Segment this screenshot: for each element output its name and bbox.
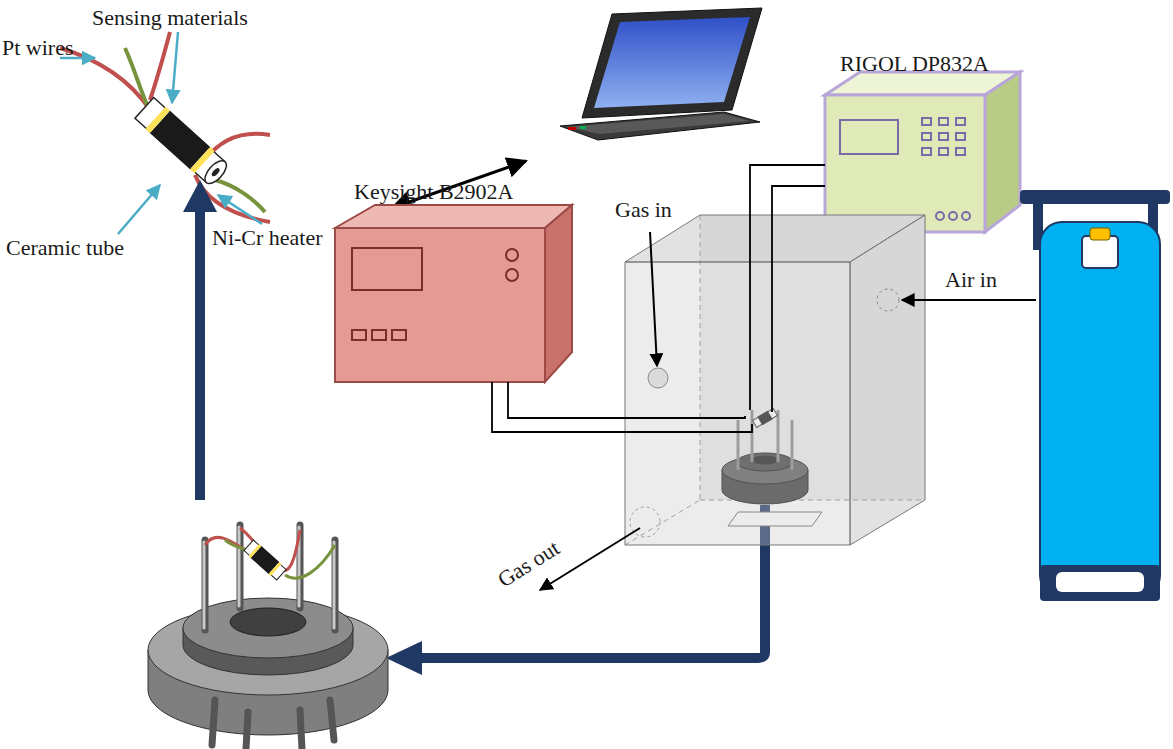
gas-cylinder xyxy=(1020,190,1170,601)
instrument-label: RIGOL DP832A xyxy=(836,50,995,81)
sensor-zoom xyxy=(60,32,270,234)
laptop xyxy=(560,8,762,140)
air-in-arrow xyxy=(902,299,1036,301)
instrument-name: RIGOL DP832A xyxy=(840,52,991,76)
test-chamber xyxy=(625,215,925,545)
gas-in-arrow xyxy=(650,232,657,366)
part-label: Pt wires xyxy=(2,36,74,60)
sensor-socket xyxy=(148,525,388,749)
part-label: Air in xyxy=(945,268,997,292)
instrument-name: Keysight B2902A xyxy=(354,180,516,204)
part-label: Gas in xyxy=(615,198,672,222)
part-label: Ni-Cr heater xyxy=(212,226,323,250)
instrument-wires xyxy=(492,165,825,432)
part-label: Ceramic tube xyxy=(6,236,124,260)
power-supply xyxy=(825,72,1020,232)
instrument-label: Keysight B2902A xyxy=(350,178,520,209)
part-label: Gas out xyxy=(494,536,564,592)
source-meter xyxy=(335,205,572,382)
part-label: Sensing materials xyxy=(92,6,248,30)
